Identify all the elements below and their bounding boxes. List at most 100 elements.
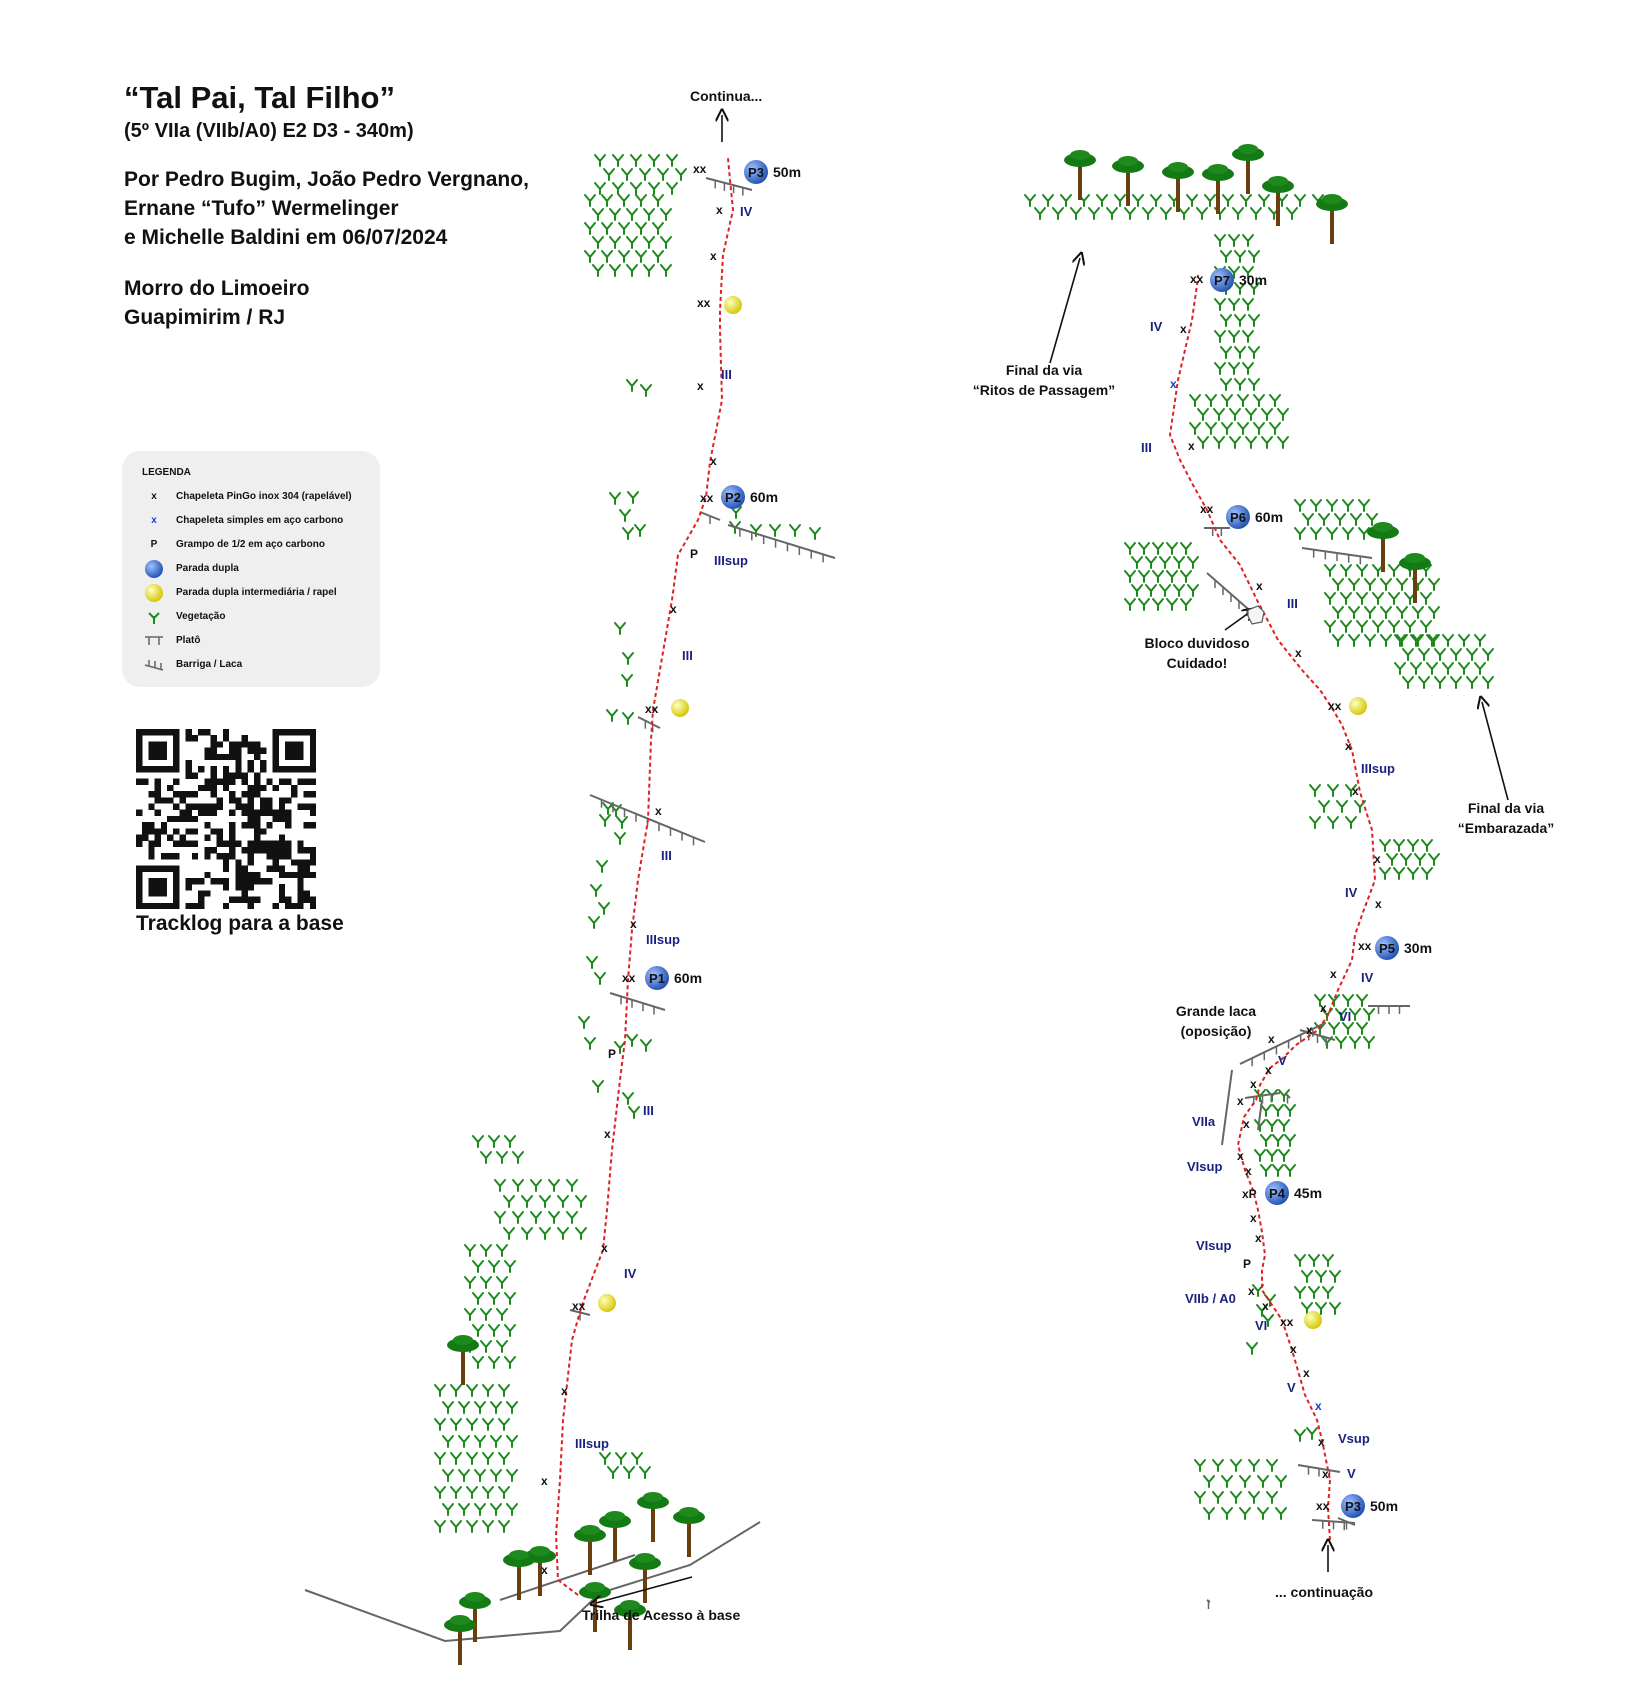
vegetation-icon: [1166, 542, 1178, 555]
vegetation-icon: [1254, 1149, 1266, 1162]
vegetation-icon: [480, 1244, 492, 1257]
vegetation-icon: [1203, 1507, 1215, 1520]
vegetation-icon: [450, 1520, 462, 1533]
vegetation-icon: [1234, 346, 1246, 359]
vegetation-icon: [643, 208, 655, 221]
vegetation-icon: [607, 1466, 619, 1479]
x-bolt-icon: xx: [697, 296, 711, 310]
legend-label: Chapeleta simples em aço carbono: [176, 515, 344, 526]
intermediate-anchor-icon: [671, 699, 689, 717]
vegetation-icon: [1414, 853, 1426, 866]
vegetation-icon: [626, 1034, 638, 1047]
vegetation-icon: [530, 1179, 542, 1192]
vegetation-icon: [539, 1195, 551, 1208]
vegetation-icon: [635, 194, 647, 207]
vegetation-icon: [1322, 1254, 1334, 1267]
vegetation-icon: [1324, 620, 1336, 633]
vegetation-icon: [1284, 1164, 1296, 1177]
vegetation-icon: [1388, 592, 1400, 605]
vegetation-icon: [1328, 1022, 1340, 1035]
tree-icon: [1064, 150, 1096, 200]
vegetation-icon: [1272, 1164, 1284, 1177]
vegetation-icon: [1124, 542, 1136, 555]
vegetation-icon: [596, 860, 608, 873]
authors-line: Ernane “Tufo” Wermelinger: [124, 197, 399, 220]
block-icon: [1247, 605, 1265, 625]
vegetation-icon: [434, 1520, 446, 1533]
vegetation-icon: [626, 264, 638, 277]
x-bolt-icon: x: [630, 917, 637, 931]
vegetation-icon: [1034, 207, 1046, 220]
blue-ball-icon: [138, 559, 170, 579]
x-bolt-icon: x: [1265, 1063, 1272, 1077]
vegetation-icon: [557, 1227, 569, 1240]
qr-code-icon[interactable]: [136, 729, 316, 909]
vegetation-icon: [628, 1106, 640, 1119]
vegetation-icon: [1196, 207, 1208, 220]
x-bolt-icon: x: [1268, 1032, 1275, 1046]
grade-label: VIIa: [1192, 1114, 1216, 1129]
x-bolt-icon: x: [1330, 967, 1337, 981]
belay-name: P2: [725, 490, 741, 505]
vegetation-icon: [1345, 816, 1357, 829]
vegetation-icon: [488, 1356, 500, 1369]
location-line: Morro do Limoeiro: [124, 277, 310, 300]
legend-item-grampo: P Grampo de 1/2 em aço carbono: [138, 535, 378, 555]
arrow-icon: [1049, 258, 1080, 364]
vegetation-icon: [588, 916, 600, 929]
vegetation-icon: [578, 1016, 590, 1029]
vegetation-icon: [1187, 584, 1199, 597]
vegetation-icon: [1189, 394, 1201, 407]
vegetation-icon: [1474, 634, 1486, 647]
grade-label: III: [721, 367, 732, 382]
vegetation-icon: [609, 492, 621, 505]
vegetation-icon: [1356, 1022, 1368, 1035]
vegetation-icon: [488, 1260, 500, 1273]
vegetation-icon: [1132, 194, 1144, 207]
route-line-right: [1168, 274, 1377, 1541]
grade-label: V: [1287, 1380, 1296, 1395]
x-bolt-icon: xx: [645, 702, 659, 716]
vegetation-icon: [1239, 1475, 1251, 1488]
vegetation-icon: [1229, 436, 1241, 449]
vegetation-icon: [466, 1520, 478, 1533]
vegetation-icon: [660, 236, 672, 249]
vegetation-icon: [496, 1340, 508, 1353]
vegetation-icon: [1421, 867, 1433, 880]
vegetation-icon: [1286, 207, 1298, 220]
vegetation-icon: [1152, 542, 1164, 555]
vegetation-icon: [1426, 634, 1438, 647]
vegetation-icon: [1342, 994, 1354, 1007]
vegetation-icon: [1348, 578, 1360, 591]
vegetation-icon: [621, 674, 633, 687]
vegetation-icon: [630, 182, 642, 195]
vegetation-icon: [1250, 207, 1262, 220]
vegetation-icon: [1234, 314, 1246, 327]
vegetation-icon: [1213, 436, 1225, 449]
legend-item-intermediate-belay: Parada dupla intermediária / rapel: [138, 583, 378, 603]
vegetation-icon: [480, 1151, 492, 1164]
vegetation-icon: [503, 1195, 515, 1208]
vegetation-icon: [1380, 634, 1392, 647]
vegetation-icon: [635, 222, 647, 235]
belay-name: P7: [1214, 273, 1230, 288]
vegetation-icon: [490, 1503, 502, 1516]
vegetation-icon: [530, 1211, 542, 1224]
vegetation-icon: [1204, 194, 1216, 207]
vegetation-icon: [614, 832, 626, 845]
vegetation-icon: [1194, 1459, 1206, 1472]
belay-length: 60m: [674, 970, 702, 986]
vegetation-icon: [1260, 1104, 1272, 1117]
vegetation-icon: [1213, 408, 1225, 421]
belay-length: 45m: [1294, 1185, 1322, 1201]
vegetation-icon: [504, 1135, 516, 1148]
vegetation-icon: [1214, 234, 1226, 247]
ledge-icon: [1337, 1517, 1356, 1530]
vegetation-icon: [1220, 378, 1232, 391]
vegetation-icon: [1380, 606, 1392, 619]
vegetation-icon: [482, 1384, 494, 1397]
vegetation-icon: [1278, 1119, 1290, 1132]
x-bolt-icon: xx: [1316, 1499, 1330, 1513]
vegetation-icon: [612, 182, 624, 195]
